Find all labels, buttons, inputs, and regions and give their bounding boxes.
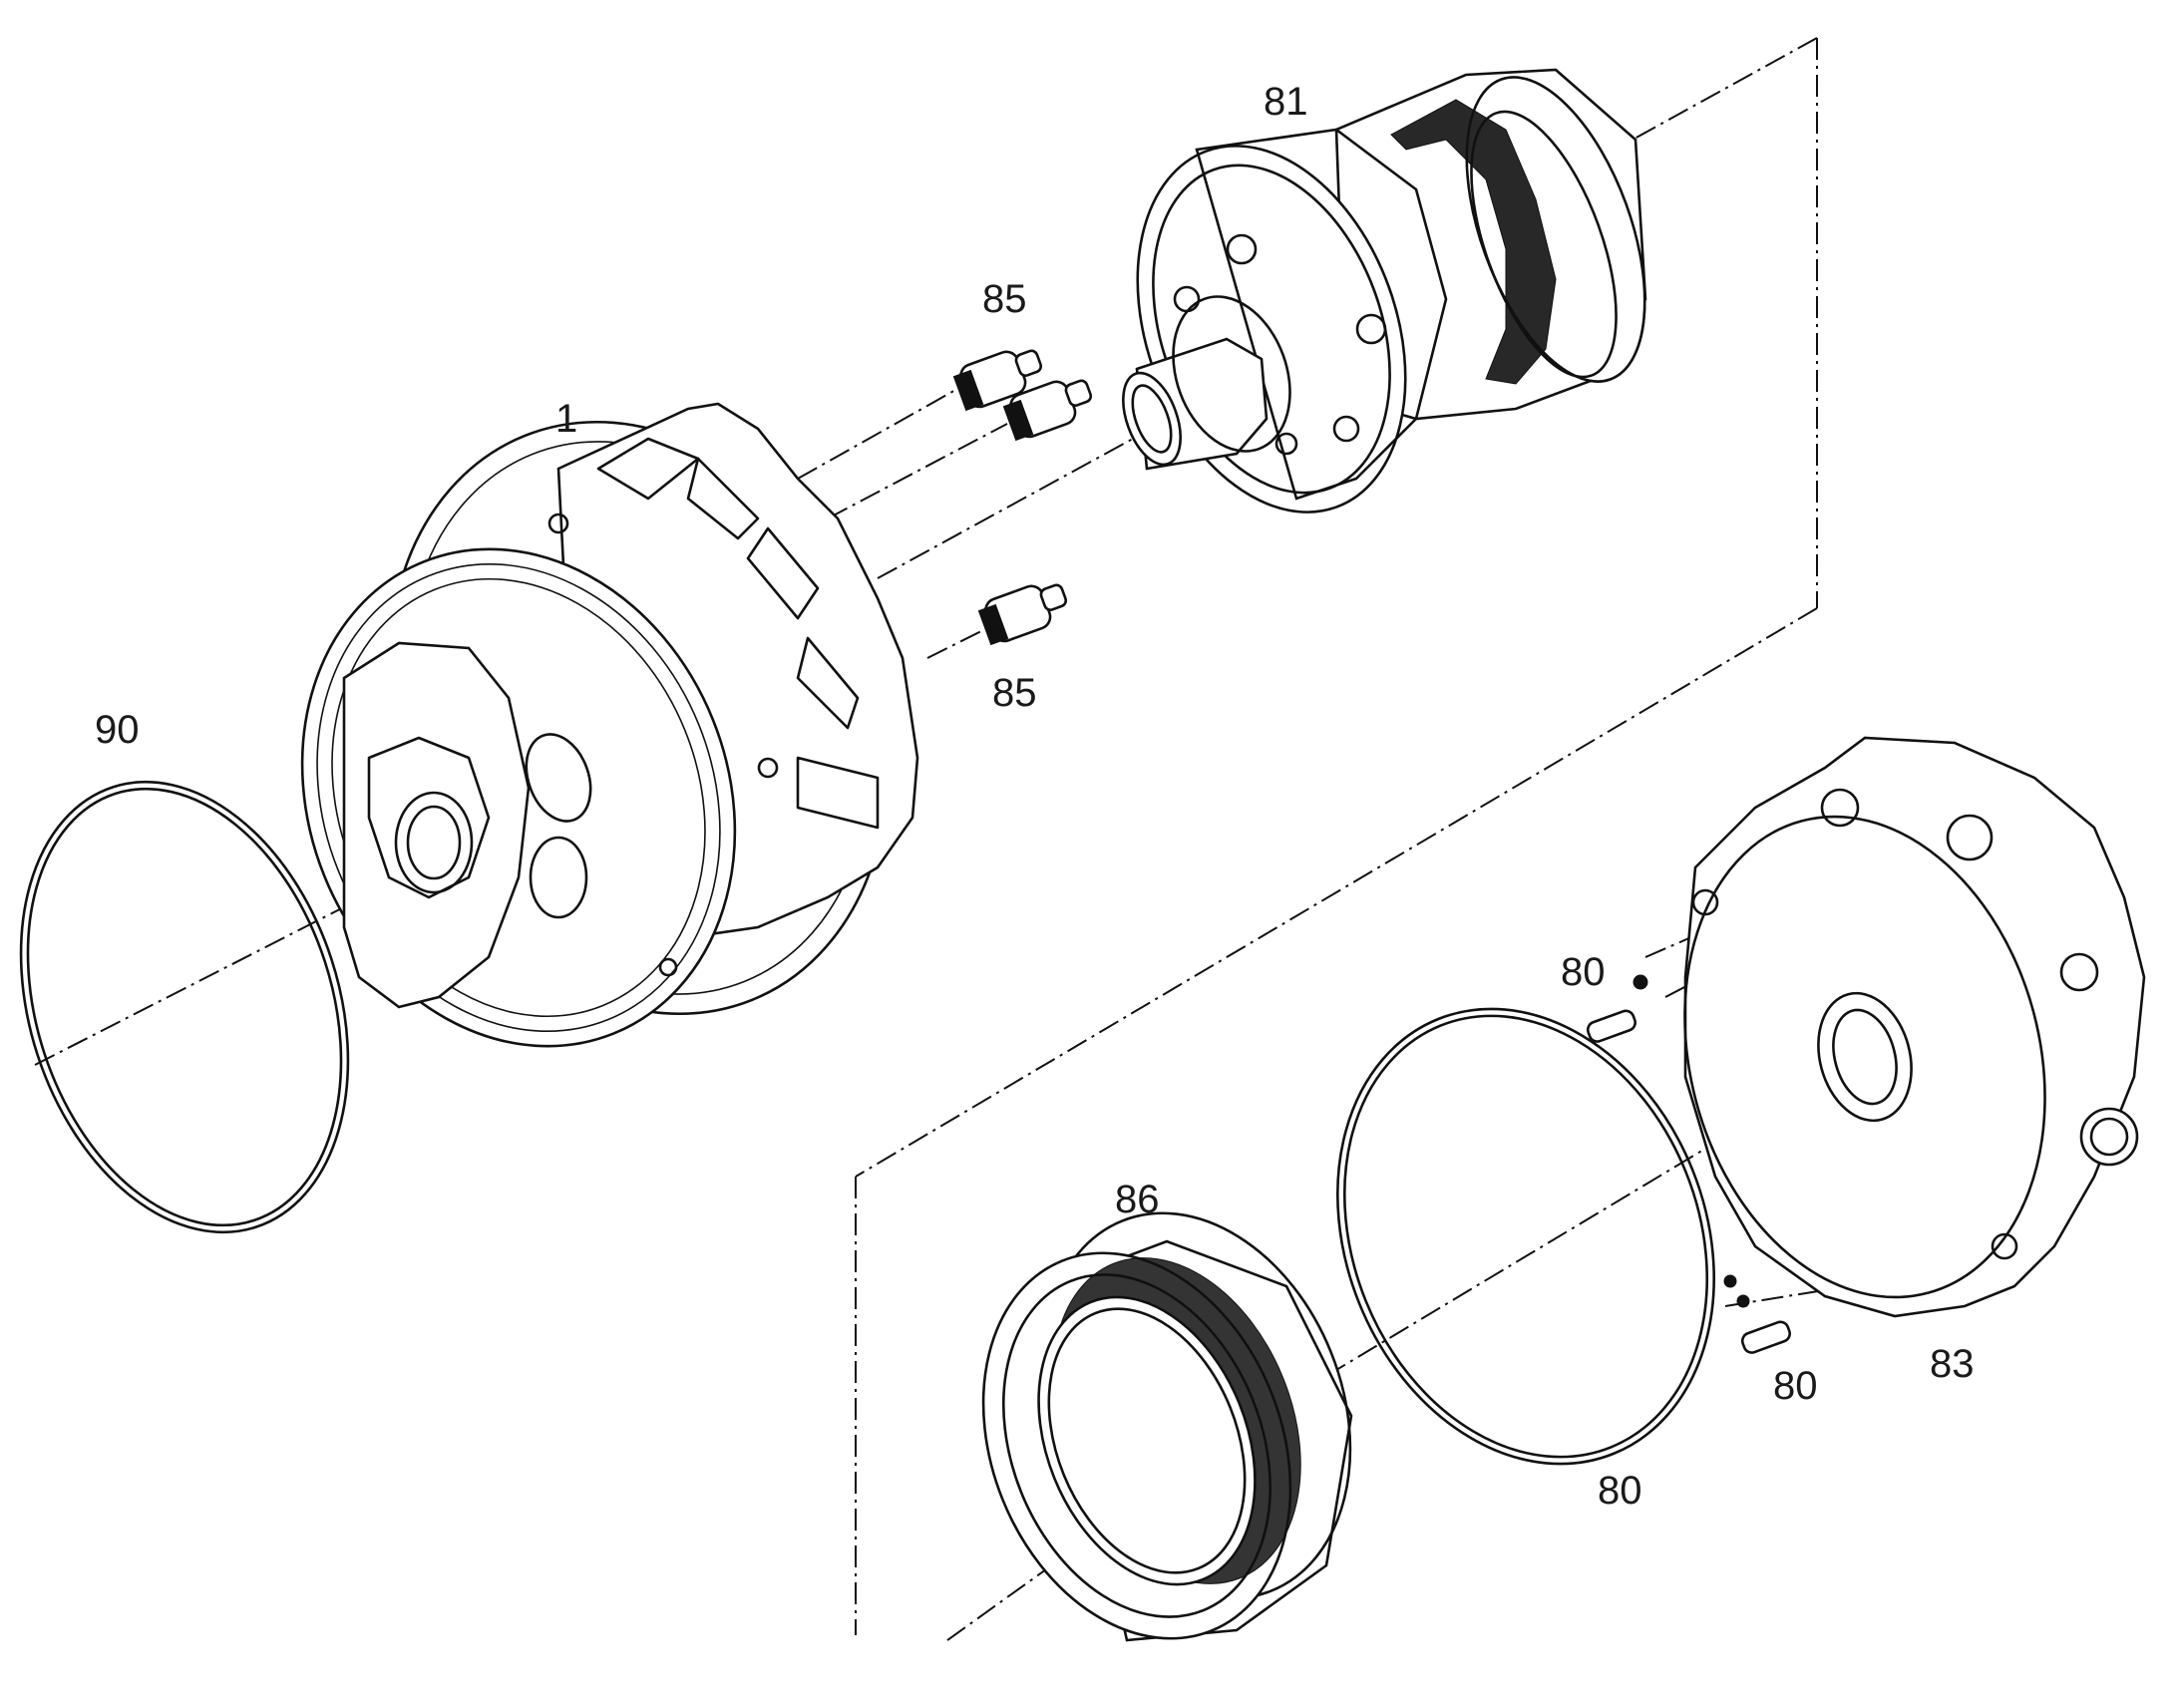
cartridges-85 bbox=[952, 349, 1093, 646]
callout-85-top: 85 bbox=[982, 277, 1027, 321]
housing-1 bbox=[300, 402, 919, 1048]
callout-1: 1 bbox=[555, 397, 578, 441]
brake-pack-86 bbox=[981, 1211, 1353, 1642]
callout-85-bottom: 85 bbox=[992, 671, 1037, 715]
callout-80-top: 80 bbox=[1561, 950, 1606, 994]
callout-80-ring: 80 bbox=[1598, 1469, 1642, 1513]
pins-80 bbox=[1586, 974, 1791, 1354]
callout-81: 81 bbox=[1264, 80, 1308, 124]
callout-90: 90 bbox=[95, 708, 140, 752]
o-ring-90 bbox=[19, 780, 350, 1234]
rotating-group-81 bbox=[1122, 68, 1647, 513]
end-cover-83 bbox=[1683, 736, 2146, 1318]
callout-83: 83 bbox=[1930, 1342, 1975, 1386]
o-ring-80 bbox=[1336, 1007, 1715, 1466]
callout-80-pin: 80 bbox=[1773, 1364, 1818, 1408]
callout-86: 86 bbox=[1115, 1178, 1160, 1221]
